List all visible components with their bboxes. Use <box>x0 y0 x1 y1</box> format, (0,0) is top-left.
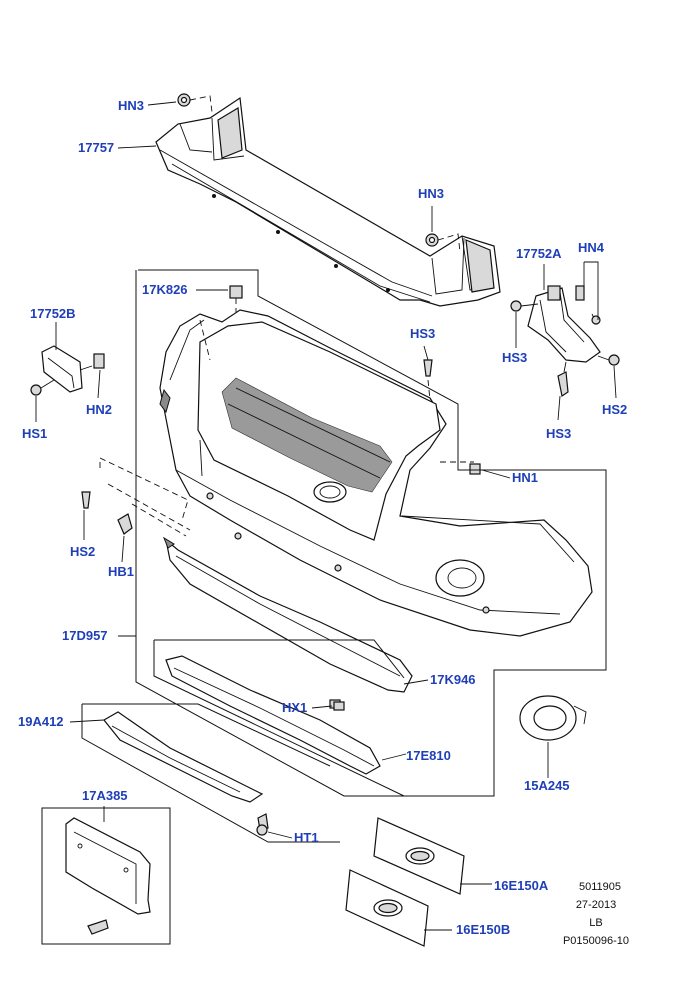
label-17k946: 17K946 <box>430 672 476 687</box>
label-hs3-right-lower: HS3 <box>546 426 571 441</box>
label-hn1: HN1 <box>512 470 538 485</box>
bumper-cover-part <box>159 309 593 637</box>
bracket-17752b-part <box>30 345 105 396</box>
trim-19a412-part <box>103 711 269 831</box>
fog-trim-15a245-part <box>519 695 587 741</box>
fasteners <box>81 285 481 836</box>
label-17757: 17757 <box>78 140 114 155</box>
number-plate-16e150a-part <box>373 817 465 895</box>
label-hx1: HX1 <box>282 700 307 715</box>
label-16e150a: 16E150A <box>494 878 549 893</box>
bumper-reinforcement-beam <box>155 96 501 307</box>
label-hn2: HN2 <box>86 402 112 417</box>
label-17752a: 17752A <box>516 246 562 261</box>
trim-17e810-part <box>165 655 381 775</box>
label-hn4: HN4 <box>578 240 605 255</box>
label-ht1: HT1 <box>294 830 319 845</box>
callout-labels: HN3 17757 HN3 17752A HN4 17K826 17752B H… <box>18 98 627 937</box>
label-hs1: HS1 <box>22 426 47 441</box>
grouping-lines <box>41 269 607 945</box>
bracket-17752a-part <box>510 285 620 397</box>
lower-spoiler-17k946-part <box>162 536 413 693</box>
label-17a385: 17A385 <box>82 788 128 803</box>
plate-bracket-17a385-part <box>65 817 151 935</box>
label-17k826: 17K826 <box>142 282 188 297</box>
label-16e150b: 16E150B <box>456 922 510 937</box>
label-hb1: HB1 <box>108 564 134 579</box>
label-hn3-mid: HN3 <box>418 186 444 201</box>
hn3-nut-mid-part <box>425 233 461 253</box>
ref-line-3: LB <box>589 917 602 929</box>
label-17752b: 17752B <box>30 306 76 321</box>
label-hs3-mid: HS3 <box>410 326 435 341</box>
ref-line-4: P0150096-10 <box>563 935 629 947</box>
reference-block: 5011905 27-2013 LB P0150096-10 <box>563 881 629 947</box>
label-hs2-right: HS2 <box>602 402 627 417</box>
label-hn3-top: HN3 <box>118 98 144 113</box>
label-17d957: 17D957 <box>62 628 108 643</box>
hn3-nut-top-part <box>177 93 213 113</box>
label-17e810: 17E810 <box>406 748 451 763</box>
ref-line-2: 27-2013 <box>576 899 616 911</box>
ref-line-1: 5011905 <box>579 881 621 893</box>
leader-lines <box>35 101 617 931</box>
label-hs3-right-upper: HS3 <box>502 350 527 365</box>
number-plate-16e150b-part <box>345 869 429 947</box>
label-15a245: 15A245 <box>524 778 570 793</box>
label-hs2-left: HS2 <box>70 544 95 559</box>
label-19a412: 19A412 <box>18 714 64 729</box>
